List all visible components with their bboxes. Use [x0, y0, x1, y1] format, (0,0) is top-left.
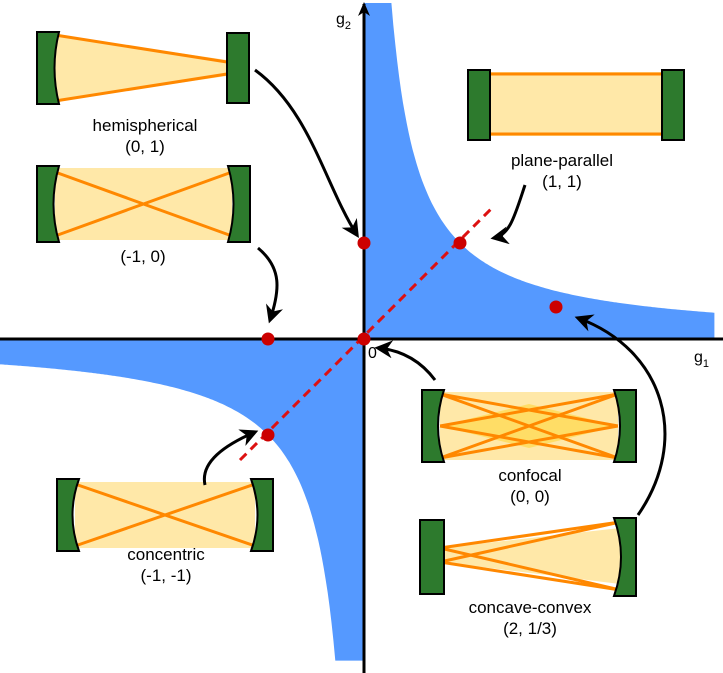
stable-region-q3	[0, 339, 364, 661]
mirror-left	[419, 519, 445, 595]
coords-concave-convex: (2, 1/3)	[503, 619, 557, 638]
mirror-right	[612, 517, 637, 597]
mirror-left	[467, 69, 491, 141]
label-hemispherical: hemispherical	[93, 116, 198, 135]
arrow-concave-convex	[574, 314, 667, 516]
origin-label: 0	[368, 345, 377, 362]
coords-concentric: (-1, -1)	[141, 566, 192, 585]
coords-concave-plane: (-1, 0)	[120, 247, 165, 266]
resonator-confocal	[421, 389, 637, 463]
stable-region-q1	[364, 3, 715, 339]
mirror-right	[226, 165, 251, 243]
points	[261, 236, 563, 442]
resonator-plane-parallel	[467, 69, 685, 141]
point-0	[357, 236, 371, 250]
mirror-left	[421, 389, 446, 463]
mirror-left	[36, 31, 61, 105]
mirror-right	[612, 389, 637, 463]
label-plane-parallel: plane-parallel	[511, 151, 613, 170]
mirror-left	[36, 165, 61, 243]
g2-axis-label: g2	[336, 11, 351, 32]
point-3	[357, 332, 371, 346]
resonator-concave-convex	[419, 517, 637, 597]
coords-plane-parallel: (1, 1)	[542, 172, 582, 191]
point-5	[549, 300, 563, 314]
label-concave-convex: concave-convex	[469, 598, 592, 617]
label-confocal: confocal	[498, 466, 561, 485]
label-concentric: concentric	[127, 545, 205, 564]
resonator-concentric	[56, 478, 274, 552]
coords-hemispherical: (0, 1)	[125, 137, 165, 156]
arrow-hemispherical	[254, 68, 359, 239]
arrow-confocal	[374, 340, 437, 381]
g1-axis-label: g1	[694, 349, 709, 370]
resonator-hemispherical	[36, 31, 250, 105]
coords-confocal: (0, 0)	[510, 487, 550, 506]
mirror-left	[56, 478, 81, 552]
arrow-concentric	[202, 429, 259, 486]
mirror-right	[661, 69, 685, 141]
resonator-concave-plane	[36, 165, 251, 243]
point-4	[261, 428, 275, 442]
mirror-right	[226, 32, 250, 104]
arrow-plane-parallel	[490, 184, 527, 245]
point-2	[261, 332, 275, 346]
arrow-concave-plane	[257, 246, 284, 324]
mirror-right	[249, 478, 274, 552]
point-1	[453, 236, 467, 250]
g2-axis-arrowhead	[358, 2, 370, 16]
